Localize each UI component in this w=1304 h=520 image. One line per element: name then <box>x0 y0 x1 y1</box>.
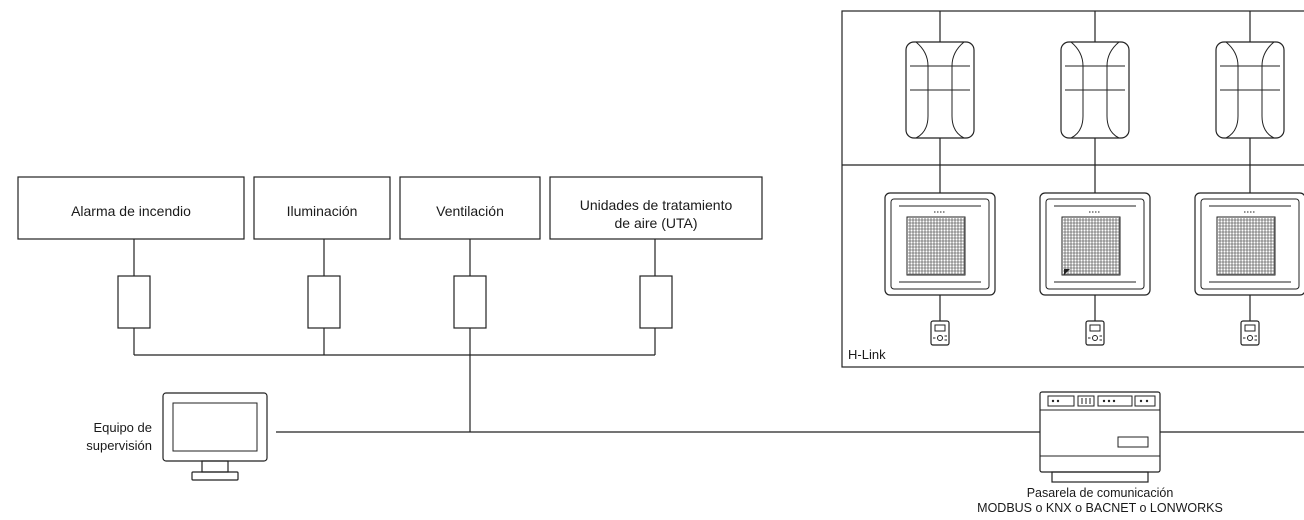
interface-module-ventilation <box>453 275 487 329</box>
hlink-panel <box>841 10 1304 368</box>
system-box-fire-alarm: Alarma de incendio <box>17 176 245 240</box>
interface-module-lighting <box>307 275 341 329</box>
system-box-ventilation: Ventilación <box>399 176 541 240</box>
hlink-label: H-Link <box>848 347 886 362</box>
system-label-ahu-line1: Unidades de tratamiento <box>580 197 733 213</box>
wall-unit-icon <box>905 11 975 165</box>
cassette-unit-icon <box>1194 165 1304 346</box>
supervision-label-line1: Equipo de <box>93 420 152 435</box>
gateway-device-icon <box>1039 391 1161 483</box>
system-label-fire-alarm: Alarma de incendio <box>71 203 191 219</box>
remote-controller-icon <box>1085 320 1105 346</box>
system-label-ahu-line2: de aire (UTA) <box>615 215 698 231</box>
supervision-label-line2: supervisión <box>86 438 152 453</box>
supervision-monitor-icon <box>162 392 268 481</box>
remote-controller-icon <box>930 320 950 346</box>
wall-unit-icon <box>1060 11 1130 165</box>
cassette-unit-icon <box>884 165 996 346</box>
interface-module-fire-alarm <box>117 275 151 329</box>
gateway-label-line1: Pasarela de comunicación <box>1027 486 1174 500</box>
system-connectors <box>133 239 656 276</box>
system-box-lighting: Iluminación <box>253 176 391 240</box>
gateway-label-line2: MODBUS o KNX o BACNET o LONWORKS <box>977 501 1223 515</box>
cassette-unit-icon <box>1039 165 1151 346</box>
interface-module-ahu <box>639 275 673 329</box>
system-label-ventilation: Ventilación <box>436 203 504 219</box>
remote-controller-icon <box>1240 320 1260 346</box>
bms-bus <box>133 328 1304 433</box>
system-label-lighting: Iluminación <box>287 203 358 219</box>
wall-unit-icon <box>1215 11 1285 165</box>
system-box-ahu: Unidades de tratamiento de aire (UTA) <box>549 176 763 240</box>
